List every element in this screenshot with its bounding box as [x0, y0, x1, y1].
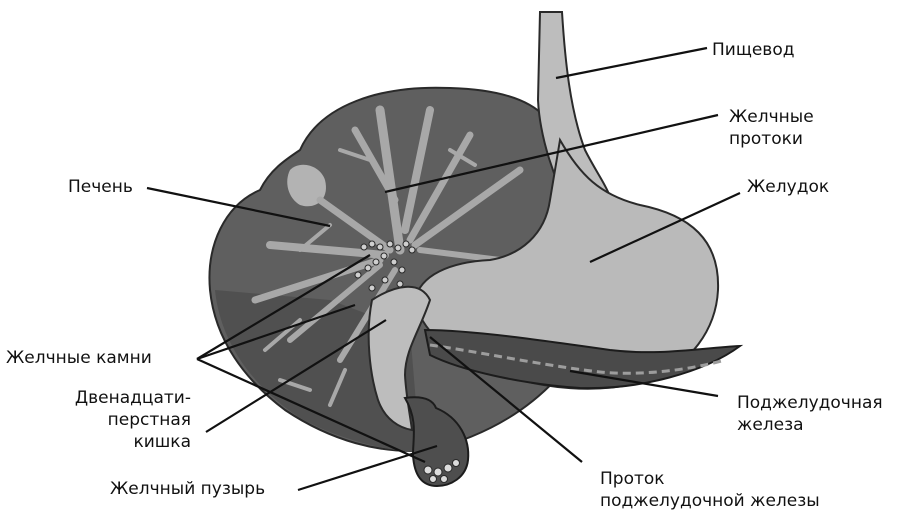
label-pancreas: Поджелудочная железа [737, 392, 883, 436]
label-duodenum-line3: кишка [30, 431, 191, 453]
label-gallbladder: Желчный пузырь [110, 478, 265, 500]
label-gallstones: Желчные камни [6, 347, 152, 369]
label-duodenum-line1: Двенадцати- [30, 387, 191, 409]
label-bile-ducts: Желчные протоки [729, 106, 814, 150]
label-pancreatic-duct-line1: Проток [600, 468, 820, 490]
label-pancreas-line1: Поджелудочная [737, 392, 883, 414]
label-duodenum-line2: перстная [30, 409, 191, 431]
label-pancreatic-duct-line2: поджелудочной железы [600, 490, 820, 512]
leader-esophagus [556, 48, 707, 78]
label-esophagus: Пищевод [712, 39, 794, 61]
label-bile-ducts-line2: протоки [729, 128, 814, 150]
label-stomach: Желудок [747, 176, 829, 198]
label-pancreas-line2: железа [737, 414, 883, 436]
label-liver: Печень [68, 176, 133, 198]
label-pancreatic-duct: Проток поджелудочной железы [600, 468, 820, 512]
label-bile-ducts-line1: Желчные [729, 106, 814, 128]
label-duodenum: Двенадцати- перстная кишка [30, 387, 191, 453]
